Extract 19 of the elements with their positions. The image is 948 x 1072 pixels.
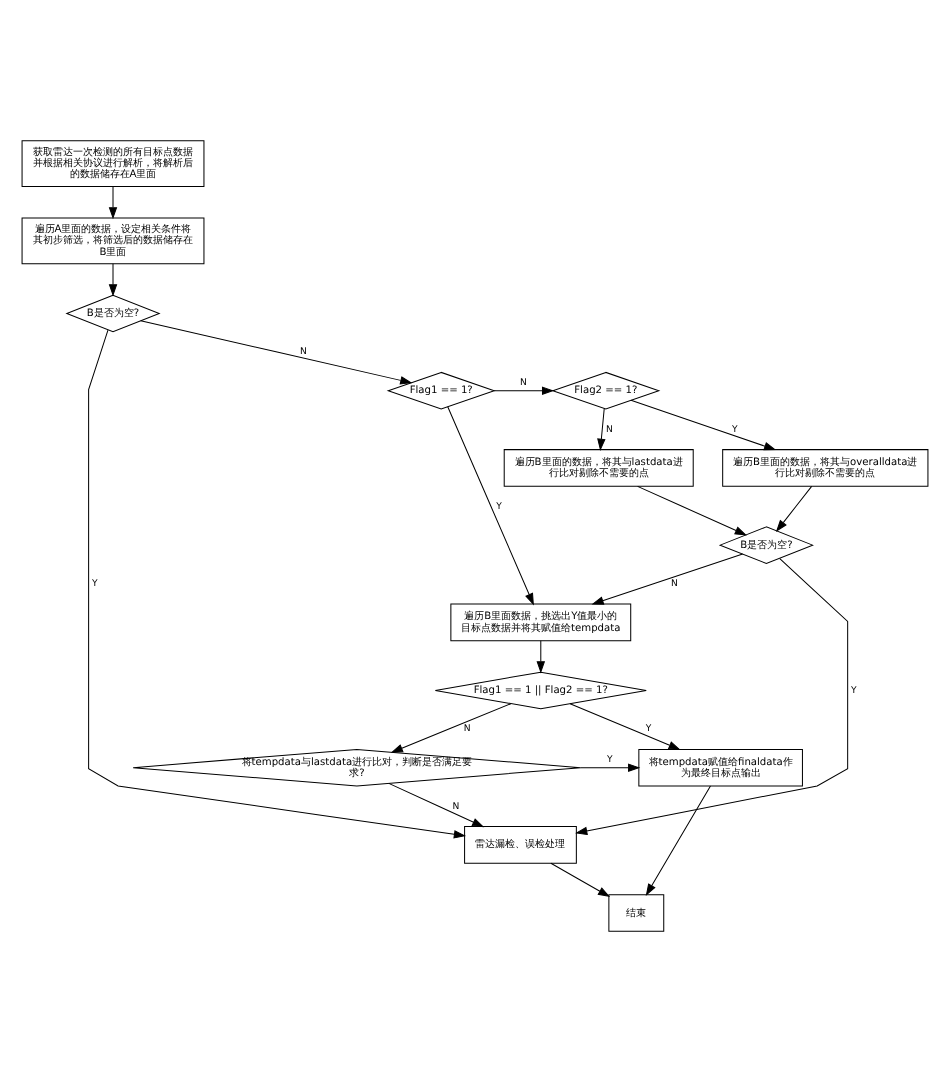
- arrow: [568, 703, 680, 750]
- arrow: [107, 186, 117, 220]
- arrow: [636, 485, 746, 536]
- arrow: [492, 386, 554, 395]
- arrow: [590, 553, 743, 605]
- arrow: [446, 406, 533, 606]
- arrow: [389, 703, 511, 753]
- arrow: [139, 320, 412, 385]
- arrow: [535, 640, 545, 674]
- arrow: [87, 329, 466, 839]
- arrow: [387, 782, 484, 828]
- arrow: [574, 558, 848, 836]
- arrow: [596, 408, 605, 451]
- arrow: [579, 763, 640, 772]
- arrow: [107, 263, 117, 297]
- arrow: [629, 399, 776, 451]
- arrow: [644, 785, 710, 896]
- arrow: [549, 862, 610, 898]
- arrow: [774, 485, 812, 532]
